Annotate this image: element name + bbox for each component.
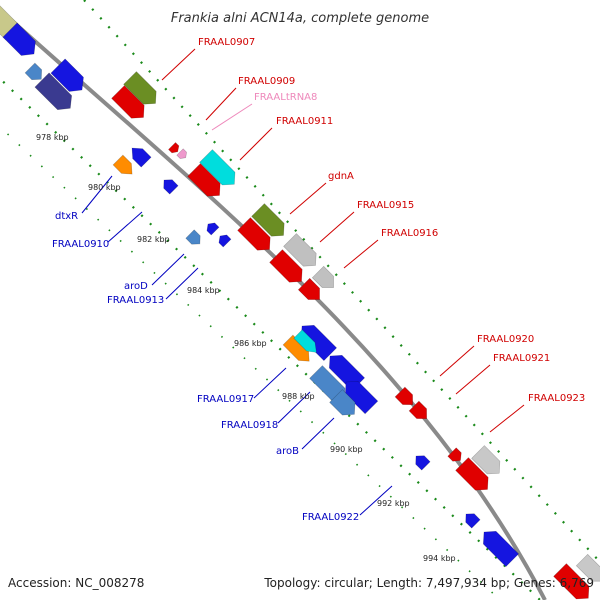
- gene-arrow: [218, 234, 232, 248]
- tick-lane: [0, 77, 541, 600]
- leader-line: [489, 404, 525, 433]
- kbp-label: 988 kbp: [282, 392, 315, 401]
- gene-arrow: [455, 457, 489, 491]
- leader-line: [439, 345, 475, 377]
- kbp-label: 986 kbp: [234, 339, 267, 348]
- leader-line: [239, 127, 273, 161]
- kbp-labels: 978 kbp 980 kbp 982 kbp 984 kbp 986 kbp …: [36, 133, 456, 563]
- gene-aroB: [344, 380, 379, 415]
- gene-label-FRAAL0917[interactable]: FRAAL0917: [197, 394, 254, 405]
- leader-line: [165, 267, 199, 300]
- gene-FRAAL0920: [394, 386, 414, 406]
- gene-block: [575, 553, 600, 582]
- gene-FRAAL0916: [283, 233, 317, 267]
- leader-line: [253, 367, 287, 399]
- gene-arrow: [2, 22, 36, 56]
- gene-label-FRAAL0911[interactable]: FRAAL0911: [276, 116, 333, 127]
- kbp-label: 980 kbp: [88, 183, 121, 192]
- gene-label-FRAAL0909[interactable]: FRAAL0909: [238, 76, 295, 87]
- leader-line: [455, 364, 491, 395]
- kbp-label: 992 kbp: [377, 499, 410, 508]
- gene-block: [112, 154, 133, 175]
- gene-label-FRAAL0907[interactable]: FRAAL0907: [198, 37, 255, 48]
- gene-FRAAL0909: [111, 85, 145, 119]
- gene-label-FRAAL0920[interactable]: FRAAL0920: [477, 334, 534, 345]
- gene-dtxR: [131, 147, 152, 168]
- gene-arrow: [297, 277, 320, 300]
- backbone-line: [0, 8, 547, 600]
- gene-block: [329, 389, 356, 416]
- leader-line: [211, 103, 253, 131]
- kbp-label: 984 kbp: [187, 286, 220, 295]
- leader-line: [289, 182, 327, 215]
- kbp-label: 994 kbp: [423, 554, 456, 563]
- gene-label-FRAAL0916[interactable]: FRAAL0916: [381, 228, 438, 239]
- gene-arrow: [482, 530, 520, 568]
- forward-gene-labels: FRAAL0907 FRAAL0909 FRAALtRNA8 FRAAL0911…: [198, 37, 585, 404]
- gene-label-dtxR[interactable]: dtxR: [55, 211, 78, 222]
- label-leaders: [81, 48, 525, 516]
- leader-line: [343, 239, 379, 269]
- gene-label-FRAAL0923[interactable]: FRAAL0923: [528, 393, 585, 404]
- gene-block: [34, 72, 73, 111]
- gene-label-aroB[interactable]: aroB: [276, 446, 299, 457]
- gene-track: [0, 5, 600, 600]
- kbp-label: 978 kbp: [36, 133, 69, 142]
- map-title: Frankia alni ACN14a, complete genome: [171, 11, 429, 26]
- gene-FRAAL0913: [185, 229, 201, 245]
- gene-FRAALtRNA8: [176, 148, 187, 159]
- gene-FRAAL0907: [123, 71, 157, 105]
- gene-arrow: [553, 563, 590, 600]
- gene-FRAAL0922: [415, 455, 431, 471]
- gene-FRAAL0921: [408, 400, 428, 420]
- gene-label-FRAAL0918[interactable]: FRAAL0918: [221, 420, 278, 431]
- gene-block: [311, 265, 334, 288]
- gene-block: [293, 329, 317, 353]
- gene-label-FRAAL0921[interactable]: FRAAL0921: [493, 353, 550, 364]
- gene-FRAAL0911: [199, 149, 236, 186]
- leader-line: [359, 485, 393, 516]
- leader-line: [151, 253, 185, 286]
- leader-line: [205, 87, 237, 121]
- gene-block: [251, 203, 285, 237]
- gene-label-FRAAL0915[interactable]: FRAAL0915: [357, 200, 414, 211]
- gene-FRAAL0923: [471, 445, 501, 475]
- gene-label-aroD[interactable]: aroD: [124, 281, 148, 292]
- kbp-label: 982 kbp: [137, 235, 170, 244]
- genome-backbone: [0, 8, 547, 600]
- kbp-label: 990 kbp: [330, 445, 363, 454]
- gene-gdnA: [187, 163, 221, 197]
- leader-line: [301, 417, 335, 450]
- gene-arrow: [50, 58, 84, 92]
- gene-label-FRAAL0922[interactable]: FRAAL0922: [302, 512, 359, 523]
- gene-label-FRAAL0910[interactable]: FRAAL0910: [52, 239, 109, 250]
- gene-label-gdnA[interactable]: gdnA: [328, 171, 354, 182]
- leader-line: [277, 391, 311, 424]
- gene-small: [447, 447, 462, 462]
- leader-line: [319, 211, 355, 243]
- gene-arrow: [269, 249, 303, 283]
- leader-line: [107, 211, 143, 243]
- gene-FRAAL0910: [163, 179, 179, 195]
- gene-label-FRAALtRNA8[interactable]: FRAALtRNA8: [254, 92, 317, 103]
- accession-text: Accession: NC_008278: [8, 576, 144, 590]
- tick-lane: [83, 0, 600, 563]
- gene-label-FRAAL0913[interactable]: FRAAL0913: [107, 295, 164, 306]
- gene-arrow: [24, 62, 43, 81]
- gene-arrow: [465, 513, 481, 529]
- reverse-gene-labels: dtxR FRAAL0910 aroD FRAAL0913 FRAAL0917 …: [52, 211, 359, 523]
- leader-line: [81, 175, 113, 214]
- leader-line: [161, 48, 196, 81]
- topology-text: Topology: circular; Length: 7,497,934 bp…: [263, 576, 594, 590]
- gene-small: [168, 142, 180, 154]
- gene-aroD: [206, 222, 220, 236]
- gene-FRAAL0915: [237, 217, 271, 251]
